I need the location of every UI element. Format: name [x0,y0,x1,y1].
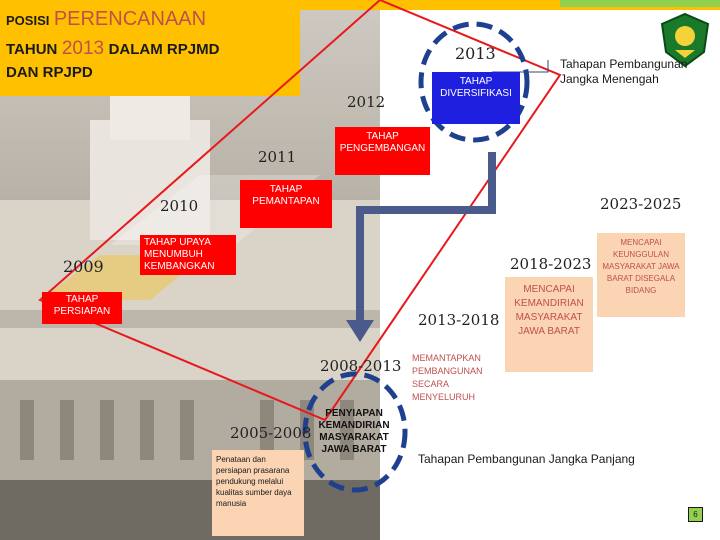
building-image [0,80,380,540]
year-2013: 2013 [455,44,496,63]
year-2011: 2011 [258,148,297,166]
page-number: 6 [688,507,703,522]
goal-2023-2025: MENCAPAI KEUNGGULAN MASYARAKAT JAWA BARA… [597,233,685,317]
long-term-label: Tahapan Pembangunan Jangka Panjang [418,452,635,466]
year-2010: 2010 [160,197,199,215]
period-2005-2008: 2005-2008 [230,424,312,442]
period-2023-2025: 2023-2025 [600,195,682,213]
stage-persiapan: TAHAP PERSIAPAN [42,292,122,324]
period-2013-2018: 2013-2018 [418,311,500,329]
title-line3: DAN RPJPD [6,64,93,81]
year-2012: 2012 [347,93,386,111]
stage-diversifikasi: TAHAP DIVERSIFIKASI [432,72,520,124]
medium-term-label: Tahapan Pembangunan Jangka Menengah [560,57,688,86]
province-logo [660,12,710,68]
goal-2008-2013: PENYIAPAN KEMANDIRIAN MASYARAKAT JAWA BA… [318,408,390,455]
goal-2013-2018: MEMANTAPKAN PEMBANGUNAN SECARA MENYELURU… [412,353,483,402]
goal-2005-2008: Penataan dan persiapan prasarana penduku… [212,450,304,536]
period-2008-2013: 2008-2013 [320,357,402,375]
stage-pengembangan: TAHAP PENGEMBANGAN [335,127,430,175]
period-2018-2023: 2018-2023 [510,255,592,273]
title-banner [0,0,300,96]
title-line2: TAHUN 2013 DALAM RPJMD [6,38,220,59]
stage-upaya: TAHAP UPAYA MENUMBUH KEMBANGKAN [140,235,236,275]
top-strip [300,0,720,10]
green-strip [560,0,720,7]
page-title: POSISI PERENCANAAN [6,8,207,30]
stage-pemantapan: TAHAP PEMANTAPAN [240,180,332,228]
year-2009: 2009 [63,257,104,276]
goal-2018-2023: MENCAPAI KEMANDIRIAN MASYARAKAT JAWA BAR… [505,277,593,372]
